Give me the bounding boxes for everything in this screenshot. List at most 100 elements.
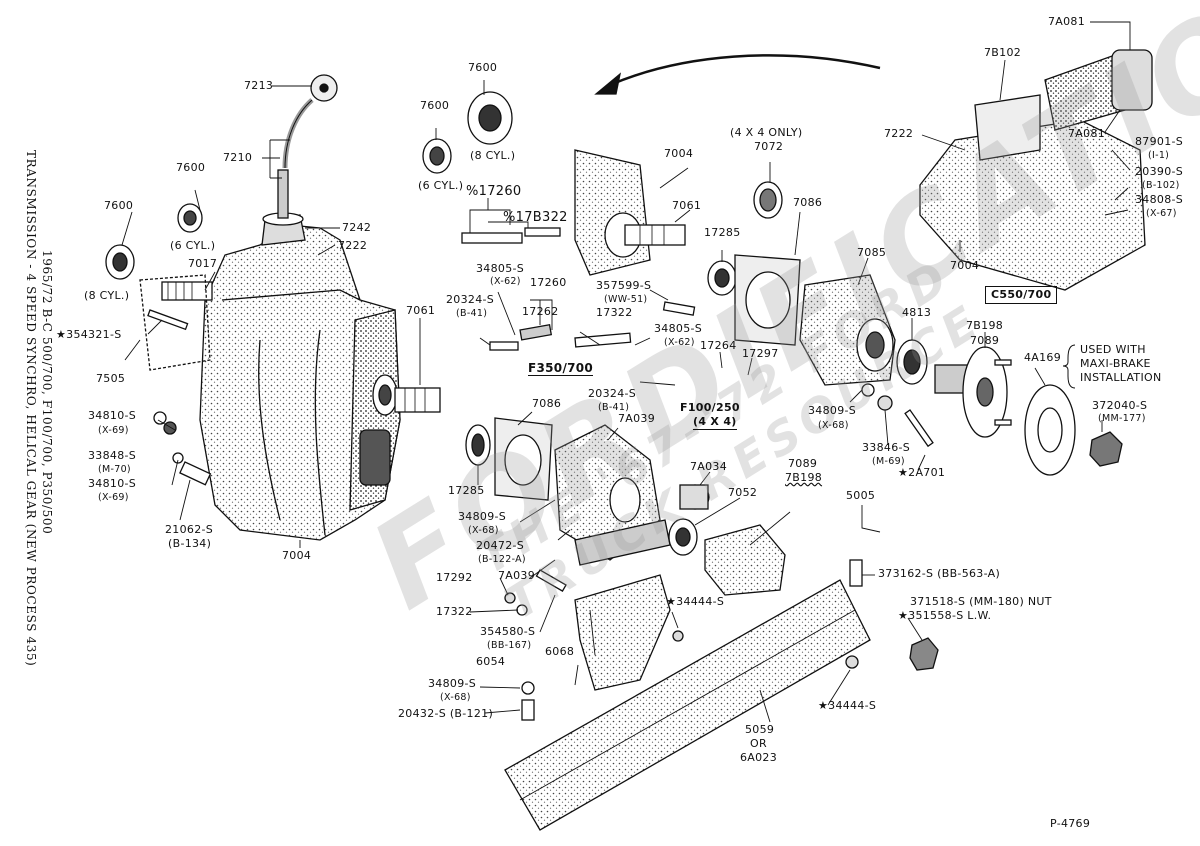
part-label: 20472-S xyxy=(476,539,525,552)
part-label: 7222 xyxy=(884,127,914,140)
model-label-c550: C550/700 xyxy=(985,286,1058,304)
part-label: (4 X 4 ONLY) xyxy=(730,126,803,139)
part-label: 34805-S xyxy=(654,322,703,335)
part-label: 7A039 xyxy=(618,412,656,425)
part-label: 17262 xyxy=(522,305,559,318)
part-label: 87901-S xyxy=(1135,135,1184,148)
part-label: 20390-S xyxy=(1135,165,1184,178)
part-label: 4A169 xyxy=(1024,351,1062,364)
part-label: 354580-S xyxy=(480,625,536,638)
part-label: 7B102 xyxy=(984,46,1022,59)
side-title-line1: TRANSMISSION - 4 SPEED SYNCHRO, HELICAL … xyxy=(24,150,38,667)
seal-17285-upper xyxy=(707,260,737,296)
part-label: (X-62) xyxy=(664,337,695,348)
figure-id: P-4769 xyxy=(1050,817,1091,830)
speedometer-parts xyxy=(461,227,696,351)
maxi-brake-note-line2: MAXI-BRAKE xyxy=(1080,357,1151,370)
bushing-7a034 xyxy=(679,484,710,510)
adapter-7a039 xyxy=(554,424,671,566)
part-label: ★34444-S xyxy=(818,699,877,712)
part-label: 5059 xyxy=(745,723,775,736)
washer-17322 xyxy=(516,604,528,616)
part-label: %17B322 xyxy=(503,210,568,225)
part-label: 7505 xyxy=(96,372,126,385)
part-label: 34808-S xyxy=(1135,193,1184,206)
part-label: 17297 xyxy=(742,347,779,360)
part-label: 7600 xyxy=(468,61,498,74)
adapter-7085 xyxy=(799,274,896,386)
part-label: 373162-S (BB-563-A) xyxy=(878,567,1001,580)
part-label: 357599-S xyxy=(596,279,652,292)
part-label: 7004 xyxy=(282,549,312,562)
part-label: ★354321-S xyxy=(56,328,122,341)
part-label: 7061 xyxy=(406,304,436,317)
part-label: 34809-S xyxy=(458,510,507,523)
part-label: 34805-S xyxy=(476,262,525,275)
bolt-354580 xyxy=(535,569,567,592)
bolt-373162 xyxy=(849,559,863,587)
mount-bracket-6068 xyxy=(574,574,671,691)
washer-34809 xyxy=(861,383,875,397)
flange-7089 xyxy=(934,346,1012,438)
part-label: 20324-S xyxy=(588,387,637,400)
yoke-7089 xyxy=(704,524,786,596)
part-label: (B-41) xyxy=(456,308,488,319)
part-label: 6068 xyxy=(545,645,575,658)
part-label: 17292 xyxy=(436,571,473,584)
gasket-7505 xyxy=(139,274,211,371)
output-shaft-left xyxy=(394,387,441,413)
part-label: 372040-S xyxy=(1092,399,1148,412)
side-title-line2: 1965/72 B-C 500/700, F100/700, P350/500 xyxy=(40,250,54,535)
maxi-brake-plate xyxy=(1024,384,1076,476)
part-label: (8 CYL.) xyxy=(84,289,130,302)
part-label: 7004 xyxy=(950,259,980,272)
c550-unit xyxy=(919,49,1153,291)
bearing-7600-left xyxy=(105,203,203,280)
part-label: (MM-177) xyxy=(1098,413,1146,424)
part-label: (X-68) xyxy=(468,525,499,536)
part-label: 17322 xyxy=(436,605,473,618)
part-label: (X-69) xyxy=(98,425,129,436)
seal-17285-lower xyxy=(465,424,491,466)
part-label: 34809-S xyxy=(808,404,857,417)
model-label-f100: F100/250 xyxy=(680,401,740,414)
part-label: 17285 xyxy=(448,484,485,497)
left-fasteners xyxy=(147,309,212,486)
part-label: (B-122-A) xyxy=(478,554,526,565)
direction-arrowhead xyxy=(594,72,621,95)
washer-34444-b xyxy=(845,655,859,669)
part-label: 33846-S xyxy=(862,441,911,454)
part-label: (BB-167) xyxy=(487,640,532,651)
pin-2a701 xyxy=(904,409,934,448)
part-label: (M-70) xyxy=(98,464,131,475)
part-label: ★34444-S xyxy=(666,595,725,608)
part-label: 7A039 xyxy=(498,569,536,582)
part-label: (B-102) xyxy=(1142,180,1180,191)
nut-33846 xyxy=(877,395,893,411)
part-label: 21062-S xyxy=(165,523,214,536)
part-label: %17260 xyxy=(466,184,522,199)
nut-371518 xyxy=(909,637,939,671)
direction-arrow xyxy=(609,54,881,87)
part-label: (8 CYL.) xyxy=(470,149,516,162)
nut-372040 xyxy=(1089,431,1123,467)
part-label: 7089 xyxy=(788,457,818,470)
part-label: 34809-S xyxy=(428,677,477,690)
input-shaft xyxy=(161,281,213,301)
part-label: (X-62) xyxy=(490,276,521,287)
part-label: ★351558-S L.W. xyxy=(898,609,992,622)
bushing-7072 xyxy=(753,181,783,219)
seal-4813 xyxy=(896,339,928,385)
maxi-brake-brace xyxy=(1062,344,1076,389)
bolt-20432 xyxy=(521,699,535,721)
part-label: 7600 xyxy=(104,199,134,212)
shift-tower xyxy=(261,74,338,246)
part-label: 7210 xyxy=(223,151,253,164)
part-label: (M-69) xyxy=(872,456,905,467)
part-label: 7600 xyxy=(176,161,206,174)
part-label: (X-69) xyxy=(98,492,129,503)
part-label: 7242 xyxy=(342,221,372,234)
part-label: (X-68) xyxy=(440,692,471,703)
